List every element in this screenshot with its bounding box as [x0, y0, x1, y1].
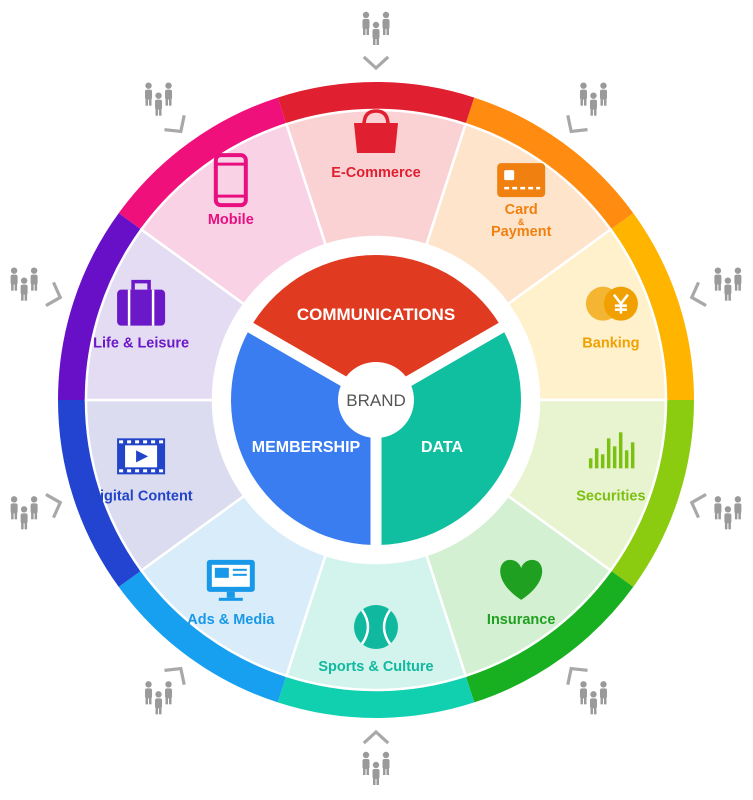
- ring-segment-9: [118, 97, 287, 230]
- shopping-bag-icon: [354, 109, 398, 153]
- people-group-icon: [714, 496, 742, 530]
- sector-label: Mobile: [208, 212, 254, 228]
- chevron-arrow-icon: [45, 281, 63, 307]
- chevron-arrow-icon: [362, 55, 390, 71]
- ring-segment-8: [58, 213, 142, 400]
- sector-label: Ads & Media: [187, 612, 275, 628]
- sector-label: Card&Payment: [491, 202, 552, 240]
- chevron-arrow-icon: [566, 114, 588, 134]
- ring-segment-1: [465, 97, 634, 230]
- chevron-arrow-icon: [566, 666, 588, 686]
- sector-label: Life & Leisure: [93, 336, 189, 352]
- monitor-icon: [206, 559, 255, 601]
- brand-hub: COMMUNICATIONS DATA MEMBERSHIP BRAND: [213, 237, 539, 563]
- customer-groups: [10, 11, 742, 785]
- yen-coin-icon: [585, 286, 638, 321]
- brand-core: [338, 362, 414, 438]
- outer-ring: [58, 82, 694, 719]
- suitcase-icon: [117, 279, 166, 326]
- people-group-icon: [362, 11, 390, 45]
- sector-label: Banking: [582, 336, 639, 352]
- sector-label: Digital Content: [90, 488, 193, 504]
- ring-segment-4: [465, 570, 634, 703]
- chevron-arrow-icon: [164, 666, 186, 686]
- heart-icon: [500, 559, 543, 600]
- people-group-icon: [145, 681, 173, 715]
- people-group-icon: [145, 82, 173, 116]
- hub-segment-label: MEMBERSHIP: [252, 439, 361, 456]
- ring-segment-7: [58, 400, 142, 587]
- smartphone-icon: [213, 153, 248, 208]
- people-group-icon: [10, 496, 38, 530]
- bar-chart-icon: [588, 432, 635, 469]
- hub-segment-label: DATA: [421, 439, 464, 456]
- ring-segment-3: [610, 400, 694, 587]
- film-strip-icon: [117, 438, 166, 475]
- sector-label: Securities: [576, 488, 645, 504]
- chevron-arrow-icon: [164, 114, 186, 134]
- credit-card-icon: [497, 163, 546, 198]
- ring-segment-2: [610, 213, 694, 400]
- ring-segment-6: [118, 570, 287, 703]
- sector-wheel: E-CommerceCard&PaymentBankingSecuritiesI…: [84, 108, 668, 692]
- people-group-icon: [714, 267, 742, 301]
- sector-label: Insurance: [487, 612, 556, 628]
- people-group-icon: [579, 681, 607, 715]
- people-group-icon: [362, 751, 390, 785]
- chevron-arrow-icon: [362, 729, 390, 745]
- sector-label: E-Commerce: [331, 165, 420, 181]
- brand-label: BRAND: [346, 391, 406, 410]
- people-group-icon: [579, 82, 607, 116]
- sector-label: Sports & Culture: [318, 659, 433, 675]
- chevron-arrow-icon: [689, 281, 707, 307]
- chevron-arrow-icon: [45, 493, 63, 519]
- baseball-icon: [354, 605, 398, 649]
- hub-segment-label: COMMUNICATIONS: [297, 305, 455, 324]
- chevron-arrow-icon: [689, 493, 707, 519]
- people-group-icon: [10, 267, 38, 301]
- hub-segment: [253, 254, 499, 400]
